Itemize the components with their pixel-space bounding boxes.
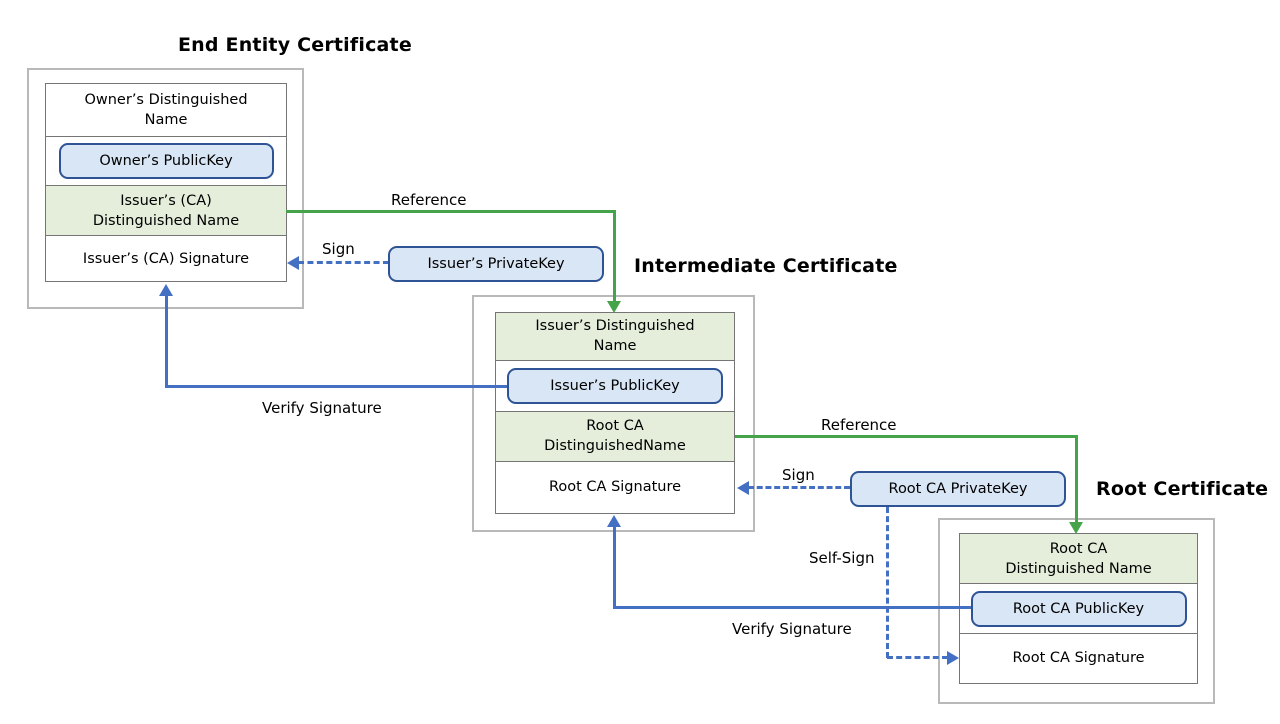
root-ca-public-key-row: Root CA PublicKey — [960, 584, 1197, 634]
self-sign-arrow-horizontal-dashed — [887, 656, 948, 659]
reference-arrow-2-label: Reference — [821, 416, 897, 434]
verify-signature-arrow-2-label: Verify Signature — [732, 620, 852, 638]
sign-arrow-2-dashed — [748, 486, 850, 489]
root-ca-private-key-box: Root CA PrivateKey — [850, 471, 1066, 507]
reference-arrow-2-vertical — [1075, 435, 1078, 523]
reference-arrow-1-horizontal — [286, 210, 616, 213]
issuer-ca-signature-field: Issuer’s (CA) Signature — [46, 236, 286, 281]
end-entity-certificate-fields: Owner’s Distinguished Name Owner’s Publi… — [45, 83, 287, 282]
root-certificate-fields: Root CA Distinguished Name Root CA Publi… — [959, 533, 1198, 684]
sign-arrow-1-arrowhead-icon — [287, 256, 299, 270]
end-entity-certificate-title: End Entity Certificate — [178, 34, 412, 56]
reference-arrow-2-horizontal — [735, 435, 1078, 438]
verify-signature-arrow-2-vertical — [613, 526, 616, 609]
reference-arrow-1-label: Reference — [391, 191, 467, 209]
root-ca-distinguished-name-field: Root CA Distinguished Name — [960, 534, 1197, 585]
verify-signature-arrow-1-vertical — [165, 294, 168, 388]
verify-signature-arrow-1-label: Verify Signature — [262, 399, 382, 417]
issuer-public-key-field: Issuer’s PublicKey — [507, 367, 723, 404]
intermediate-certificate-fields: Issuer’s Distinguished Name Issuer’s Pub… — [495, 312, 735, 514]
self-sign-arrow-label: Self-Sign — [809, 549, 875, 567]
root-ca-signature-field-intermediate: Root CA Signature — [496, 461, 734, 513]
root-ca-public-key-field: Root CA PublicKey — [970, 590, 1187, 627]
issuer-distinguished-name-field: Issuer’s Distinguished Name — [496, 313, 734, 361]
sign-arrow-2-label: Sign — [782, 466, 815, 484]
owner-distinguished-name-field: Owner’s Distinguished Name — [46, 84, 286, 138]
reference-arrow-1-arrowhead-icon — [607, 301, 621, 313]
reference-arrow-1-vertical — [613, 210, 616, 302]
root-certificate-title: Root Certificate — [1096, 478, 1269, 500]
sign-arrow-2-arrowhead-icon — [737, 481, 749, 495]
verify-signature-arrow-1-arrowhead-icon — [159, 284, 173, 296]
root-ca-distinguished-name-field-intermediate: Root CA DistinguishedName — [496, 412, 734, 462]
issuer-ca-distinguished-name-field: Issuer’s (CA) Distinguished Name — [46, 185, 286, 237]
issuer-private-key-box: Issuer’s PrivateKey — [388, 246, 604, 282]
owner-public-key-field: Owner’s PublicKey — [58, 143, 274, 180]
sign-arrow-1-dashed — [298, 261, 389, 264]
verify-signature-arrow-2-arrowhead-icon — [607, 515, 621, 527]
issuer-public-key-row: Issuer’s PublicKey — [496, 360, 734, 413]
verify-signature-arrow-2-horizontal — [613, 606, 971, 609]
self-sign-arrow-arrowhead-icon — [947, 651, 959, 665]
intermediate-certificate-title: Intermediate Certificate — [634, 255, 898, 277]
sign-arrow-1-label: Sign — [322, 240, 355, 258]
reference-arrow-2-arrowhead-icon — [1069, 522, 1083, 534]
root-ca-signature-field: Root CA Signature — [960, 633, 1197, 683]
self-sign-arrow-vertical-dashed — [886, 507, 889, 658]
owner-public-key-row: Owner’s PublicKey — [46, 137, 286, 186]
verify-signature-arrow-1-horizontal — [165, 385, 507, 388]
